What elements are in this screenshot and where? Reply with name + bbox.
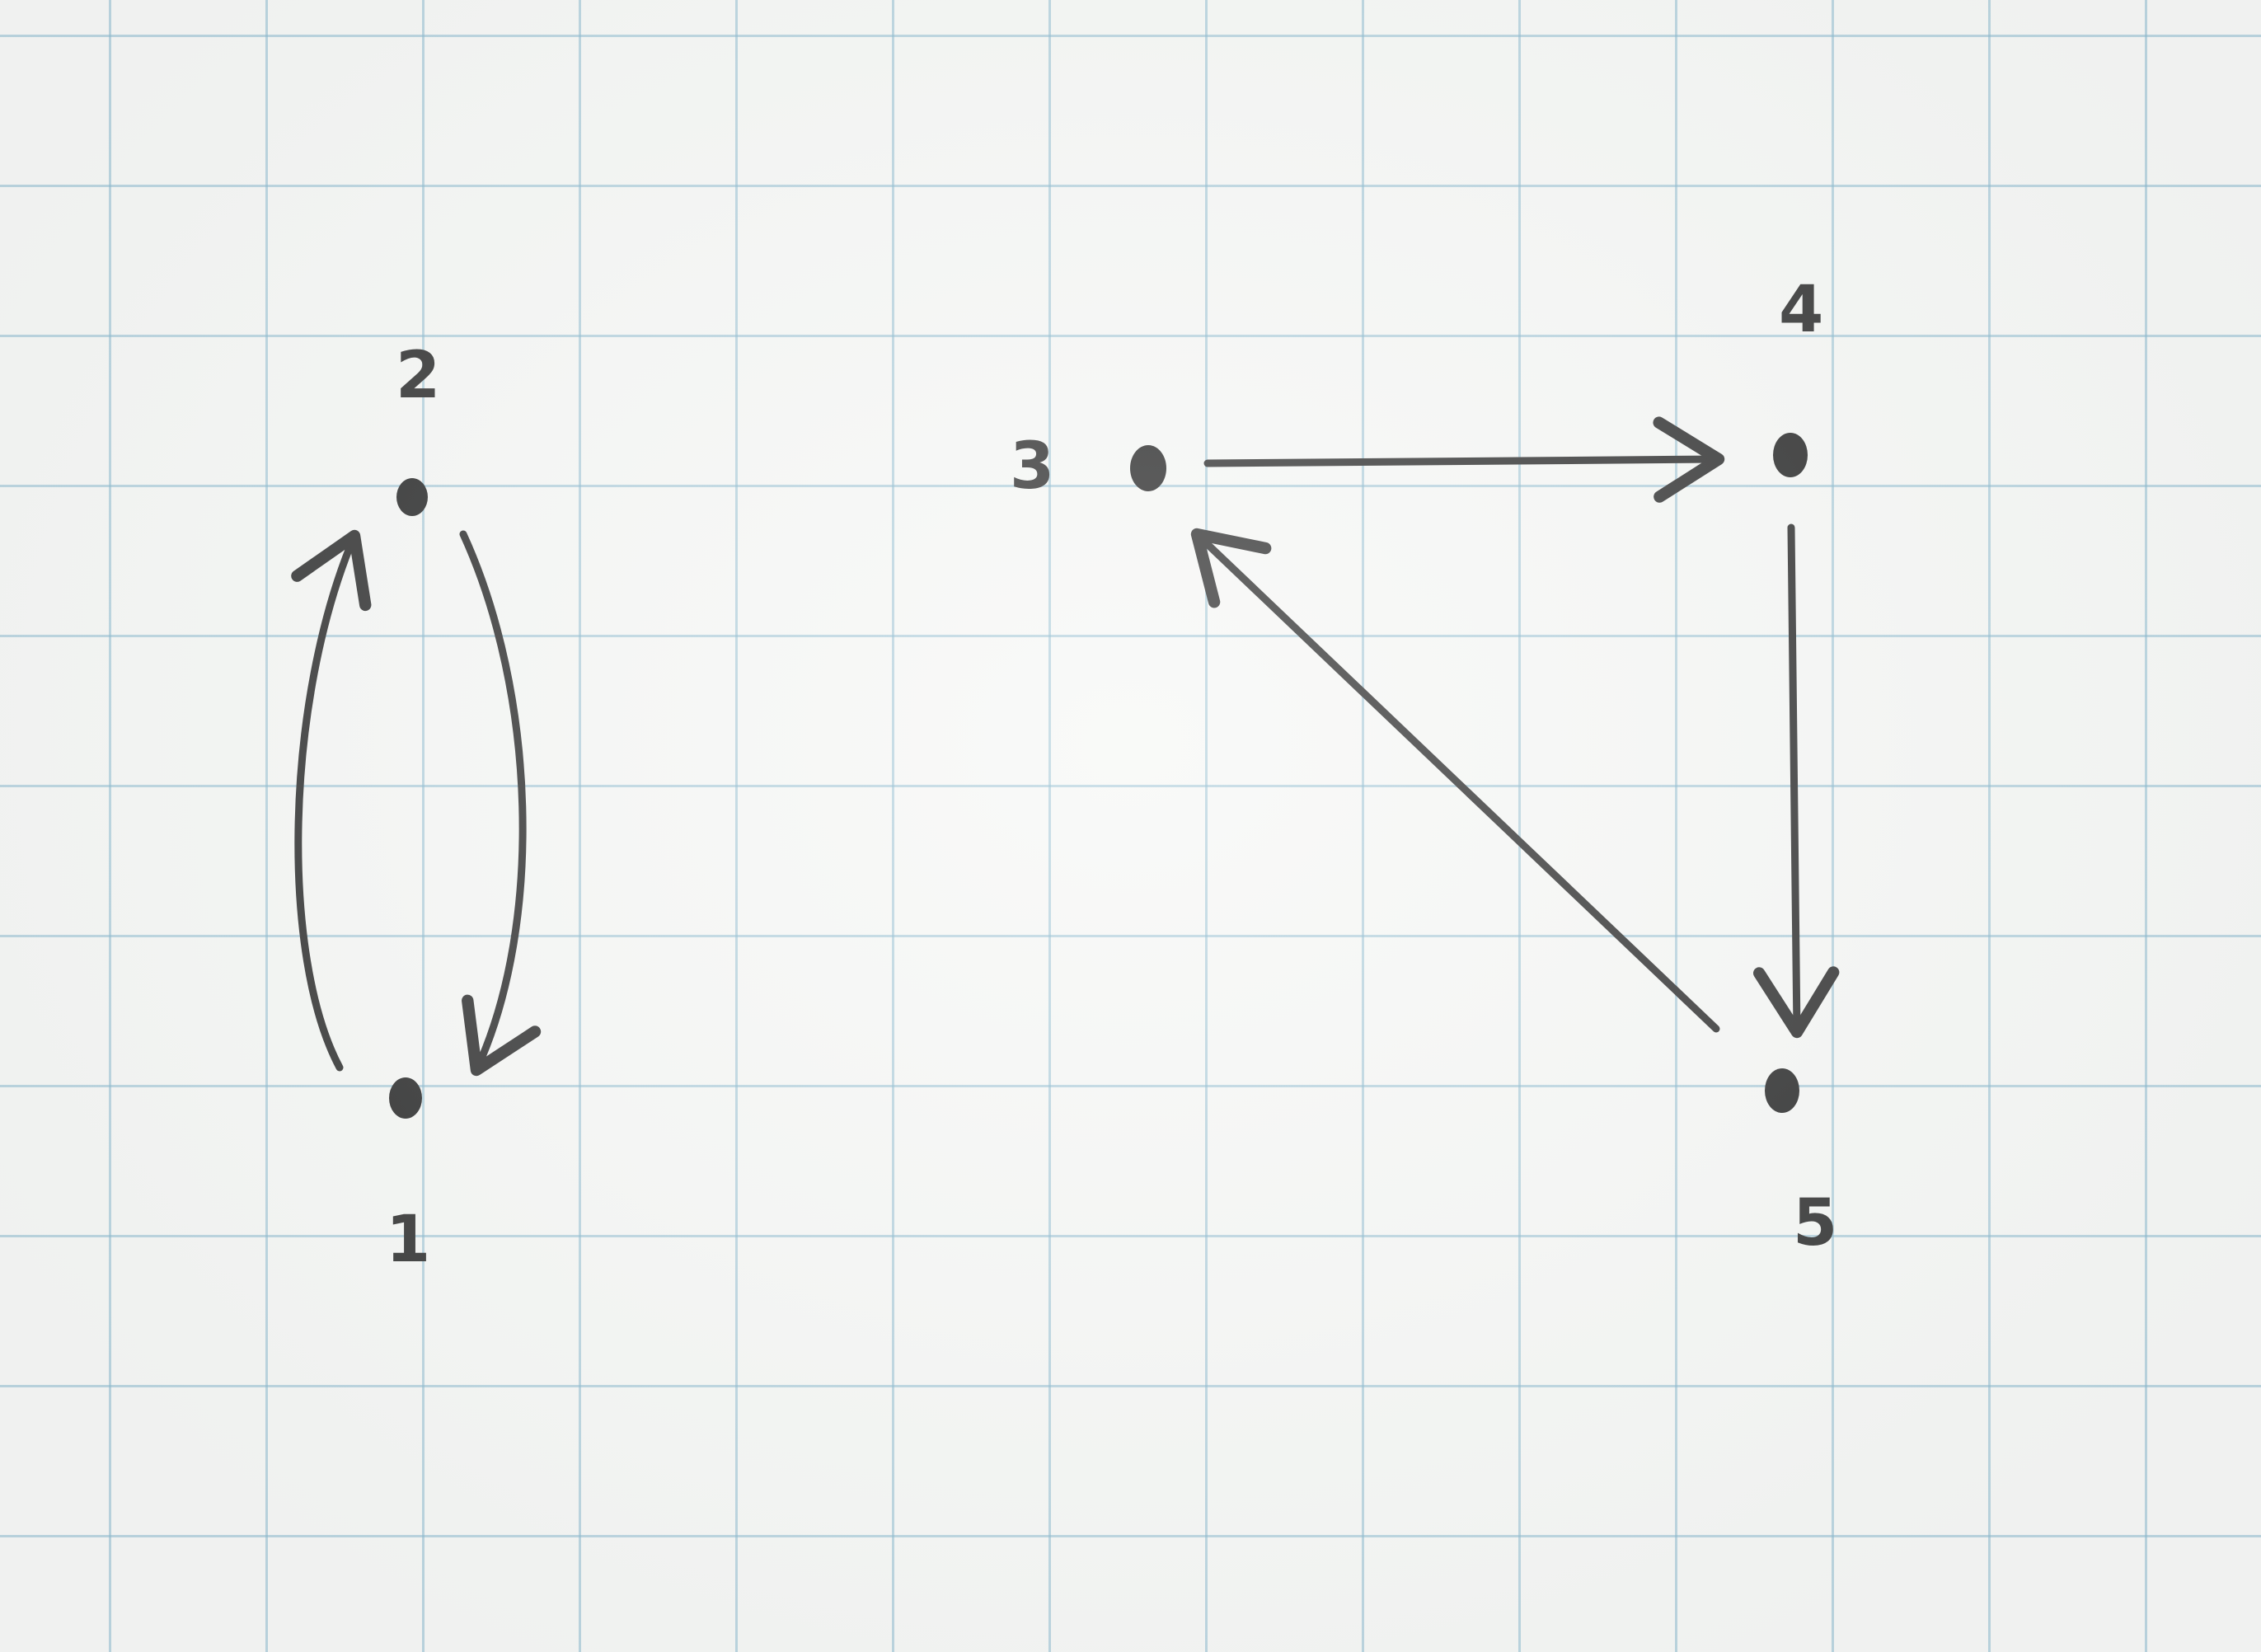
node-label: 1 bbox=[386, 1203, 430, 1277]
node-3: 3 bbox=[1010, 429, 1166, 504]
node-2: 2 bbox=[396, 339, 440, 516]
node-dot bbox=[1130, 445, 1166, 491]
node-label: 2 bbox=[396, 339, 440, 413]
edge-4-to-5 bbox=[1752, 523, 1840, 1039]
edge-5-to-3 bbox=[1190, 528, 1720, 1033]
node-label: 3 bbox=[1010, 429, 1054, 504]
edge-1-to-2 bbox=[291, 529, 372, 1072]
node-1: 1 bbox=[386, 1077, 430, 1277]
node-5: 5 bbox=[1765, 1068, 1837, 1260]
node-label: 4 bbox=[1779, 273, 1823, 347]
node-dot bbox=[396, 478, 428, 516]
node-dot bbox=[1765, 1068, 1799, 1113]
node-dot bbox=[1773, 433, 1808, 477]
node-label: 5 bbox=[1793, 1186, 1837, 1260]
edge-3-to-4 bbox=[1203, 416, 1725, 503]
node-4: 4 bbox=[1773, 273, 1823, 477]
node-dot bbox=[389, 1077, 422, 1119]
edge-2-to-1 bbox=[459, 530, 542, 1077]
